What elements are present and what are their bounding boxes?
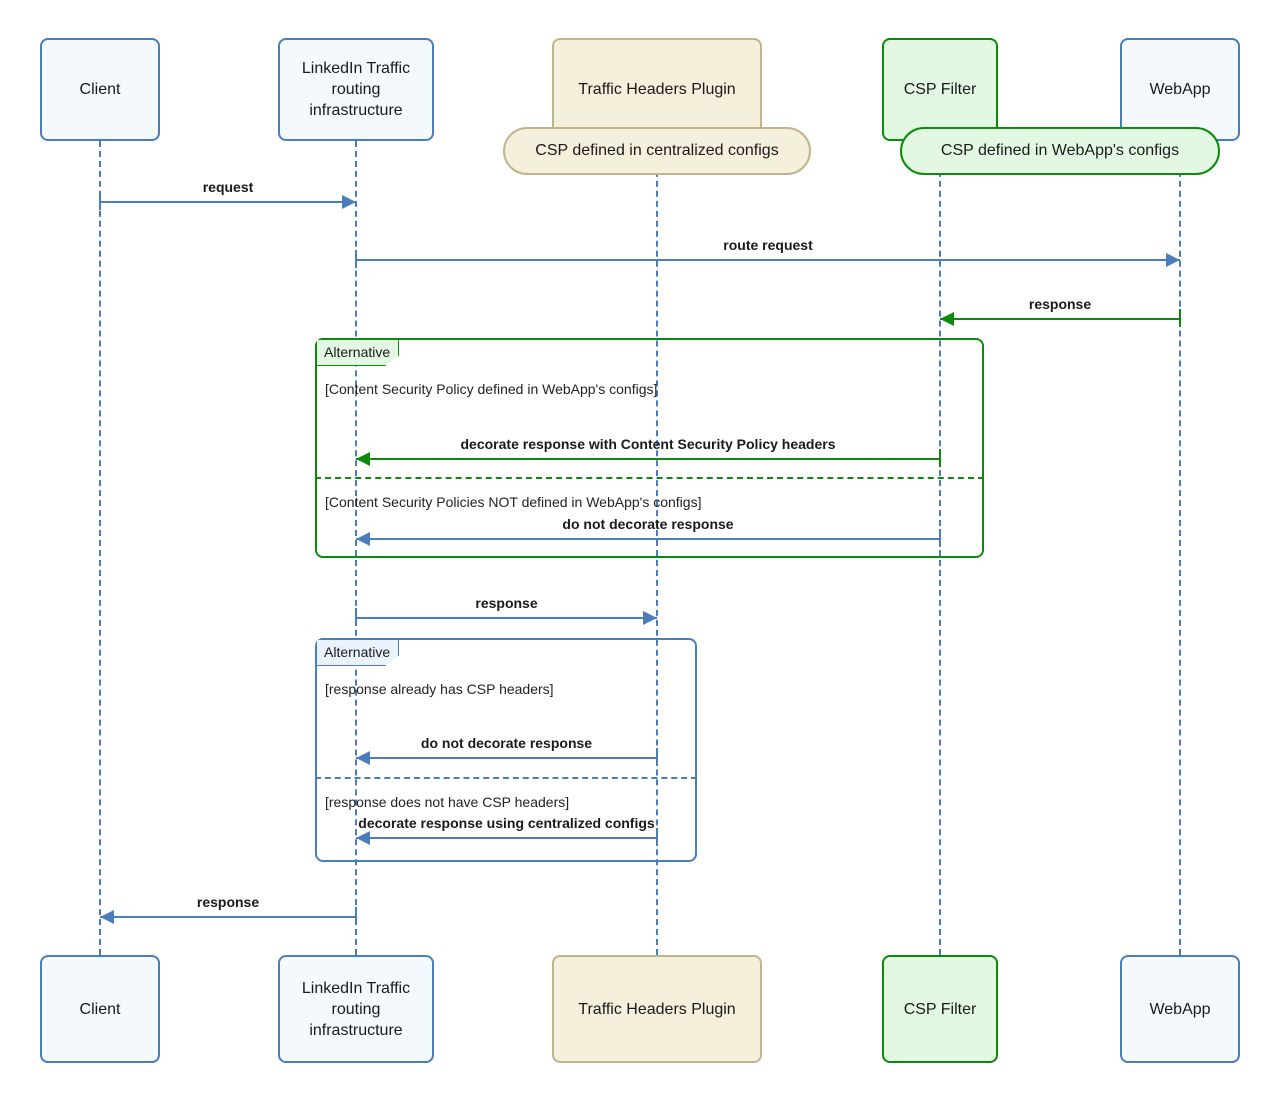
m9-line bbox=[100, 916, 356, 918]
m2-label: route request bbox=[723, 237, 813, 253]
participant-label: CSP Filter bbox=[903, 1000, 977, 1018]
frag-blue-guard-0: [response already has CSP headers] bbox=[325, 681, 554, 697]
m1-arrowhead bbox=[342, 195, 356, 209]
frag-green bbox=[315, 338, 984, 558]
note-thp: CSP defined in centralized configs bbox=[503, 127, 811, 175]
note-csp: CSP defined in WebApp's configs bbox=[900, 127, 1220, 175]
lifeline-client bbox=[99, 141, 101, 955]
m7-label: do not decorate response bbox=[420, 735, 593, 751]
note-text: CSP defined in centralized configs bbox=[535, 142, 779, 159]
m2-source-tick bbox=[355, 250, 357, 268]
m6-source-tick bbox=[355, 608, 357, 626]
participant-webapp-top[interactable]: WebApp bbox=[1120, 38, 1240, 141]
participant-label: WebApp bbox=[1149, 1000, 1211, 1018]
m7-arrowhead bbox=[356, 751, 370, 765]
m4-arrowhead bbox=[356, 452, 370, 466]
m4-line bbox=[356, 458, 940, 460]
m6-arrowhead bbox=[643, 611, 657, 625]
frag-blue-divider bbox=[315, 777, 697, 779]
m6-label: response bbox=[475, 595, 538, 611]
m7-line bbox=[356, 757, 657, 759]
participant-client-top[interactable]: Client bbox=[40, 38, 160, 141]
m1-label: request bbox=[202, 179, 254, 195]
lifeline-thp bbox=[656, 141, 658, 955]
m8-line bbox=[356, 837, 657, 839]
m8-source-tick bbox=[656, 828, 658, 846]
participant-client-bottom[interactable]: Client bbox=[40, 955, 160, 1063]
m3-arrowhead bbox=[940, 312, 954, 326]
m1-line bbox=[100, 201, 356, 203]
participant-label: Traffic Headers Plugin bbox=[578, 1000, 736, 1018]
lifeline-csp bbox=[939, 141, 941, 955]
participant-lts-bottom[interactable]: LinkedIn Traffic routing infrastructure bbox=[278, 955, 434, 1063]
m9-arrowhead bbox=[100, 910, 114, 924]
participant-label: CSP Filter bbox=[903, 81, 977, 98]
m8-label: decorate response using centralized conf… bbox=[358, 815, 655, 831]
m5-label: do not decorate response bbox=[562, 516, 734, 532]
m4-label: decorate response with Content Security … bbox=[460, 436, 836, 452]
lifeline-lts bbox=[355, 141, 357, 955]
lifeline-webapp bbox=[1179, 141, 1181, 955]
frag-blue bbox=[315, 638, 697, 862]
participant-label: WebApp bbox=[1149, 81, 1211, 98]
participant-thp-bottom[interactable]: Traffic Headers Plugin bbox=[552, 955, 762, 1063]
participant-csp-bottom[interactable]: CSP Filter bbox=[882, 955, 998, 1063]
m3-source-tick bbox=[1179, 309, 1181, 327]
participant-lts-top[interactable]: LinkedIn Traffic routing infrastructure bbox=[278, 38, 434, 141]
m6-line bbox=[356, 617, 657, 619]
m3-line bbox=[940, 318, 1180, 320]
participant-webapp-bottom[interactable]: WebApp bbox=[1120, 955, 1240, 1063]
participant-label: Client bbox=[79, 81, 121, 98]
m1-source-tick bbox=[99, 192, 101, 210]
participant-csp-top[interactable]: CSP Filter bbox=[882, 38, 998, 141]
frag-blue-guard-1: [response does not have CSP headers] bbox=[325, 794, 570, 810]
frag-green-divider bbox=[315, 477, 984, 479]
frag-green-label: Alternative bbox=[317, 340, 399, 366]
m5-line bbox=[356, 538, 940, 540]
m2-line bbox=[356, 259, 1180, 261]
frag-blue-label: Alternative bbox=[317, 640, 399, 666]
participant-label: LinkedIn Traffic routing infrastructure bbox=[301, 979, 411, 1039]
frag-green-guard-0: [Content Security Policy defined in WebA… bbox=[325, 381, 658, 397]
m9-source-tick bbox=[355, 907, 357, 925]
note-text: CSP defined in WebApp's configs bbox=[940, 142, 1180, 159]
m7-source-tick bbox=[656, 748, 658, 766]
frag-green-guard-1: [Content Security Policies NOT defined i… bbox=[325, 494, 702, 510]
m2-arrowhead bbox=[1166, 253, 1180, 267]
m5-arrowhead bbox=[356, 532, 370, 546]
m5-source-tick bbox=[939, 529, 941, 547]
m4-source-tick bbox=[939, 449, 941, 467]
participant-label: Traffic Headers Plugin bbox=[578, 81, 736, 98]
participant-label: Client bbox=[79, 1000, 121, 1018]
participant-thp-top[interactable]: Traffic Headers Plugin bbox=[552, 38, 762, 141]
m8-arrowhead bbox=[356, 831, 370, 845]
m9-label: response bbox=[196, 894, 260, 910]
participant-label: LinkedIn Traffic routing infrastructure bbox=[301, 60, 411, 119]
m3-label: response bbox=[1028, 296, 1092, 312]
